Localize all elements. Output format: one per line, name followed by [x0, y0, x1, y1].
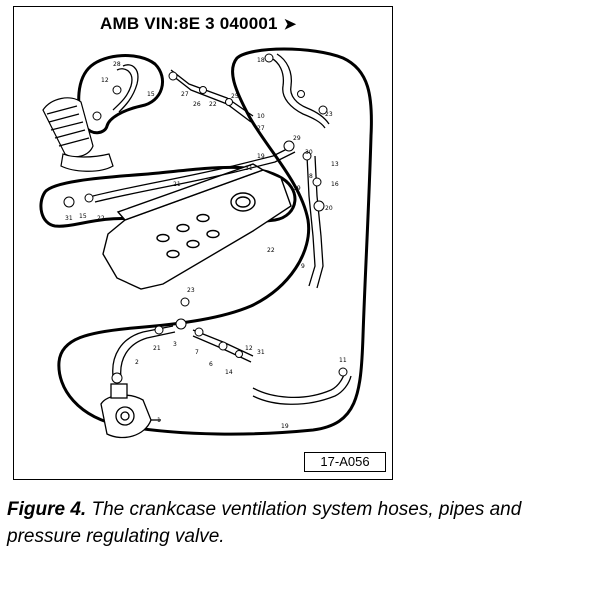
part-label: 22: [267, 247, 275, 254]
figure-reference-code: 17-A056: [304, 452, 386, 472]
part-label: 15: [79, 213, 87, 220]
part-label: 26: [193, 101, 201, 108]
part-label: 19: [281, 423, 289, 430]
arrow-right-icon: ➤: [283, 16, 297, 33]
part-label: 3: [173, 341, 177, 348]
part-label: 9: [301, 263, 305, 270]
fittings: [63, 53, 348, 384]
part-label: 16: [331, 181, 339, 188]
part-label: 10: [257, 113, 265, 120]
part-label: 12: [245, 345, 253, 352]
part-labels: 28 12 15 27 26 25 22 10 27 21 19 23 18 3…: [65, 57, 347, 430]
part-label: 14: [225, 369, 233, 376]
part-label: 18: [257, 57, 265, 64]
part-label: 27: [257, 125, 265, 132]
right-vertical-pipe: [270, 53, 330, 289]
part-label: 19: [257, 153, 265, 160]
part-label: 8: [309, 173, 313, 180]
vin-header: AMB VIN:8E 3 040001 ➤: [100, 14, 296, 34]
part-label: 23: [325, 111, 333, 118]
part-label: 12: [101, 77, 109, 84]
caption-lead: Figure 4.: [7, 499, 87, 520]
part-label: 13: [331, 161, 339, 168]
part-label: 25: [231, 93, 239, 100]
upper-hoses: [92, 64, 296, 203]
part-label: 30: [305, 149, 313, 156]
part-label: 6: [209, 361, 213, 368]
part-label: 22: [209, 101, 217, 108]
part-label: 19: [293, 185, 301, 192]
part-label: 1: [157, 417, 161, 424]
part-label: 21: [153, 345, 161, 352]
part-label: 29: [293, 135, 301, 142]
figure-caption: Figure 4. The crankcase ventilation syst…: [7, 496, 597, 550]
part-label: 20: [325, 205, 333, 212]
pressure-regulating-valve: [100, 383, 161, 439]
part-label: 27: [181, 91, 189, 98]
caption-text: The crankcase ventilation system hoses, …: [7, 499, 522, 547]
vin-header-text: AMB VIN:8E 3 040001: [100, 14, 278, 33]
part-label: 31: [257, 349, 265, 356]
part-label: 15: [147, 91, 155, 98]
part-label: 7: [195, 349, 199, 356]
part-label: 23: [187, 287, 195, 294]
part-label: 2: [135, 359, 139, 366]
part-label: 11: [339, 357, 347, 364]
intake-duct: [42, 97, 114, 172]
part-label: 31: [245, 165, 253, 172]
cylinder-head-cover: [102, 163, 292, 290]
part-label: 21: [173, 181, 181, 188]
part-label: 28: [113, 61, 121, 68]
loop-outline-middle: [39, 165, 297, 228]
lower-hoses: [112, 325, 352, 405]
exploded-view-diagram: 28 12 15 27 26 25 22 10 27 21 19 23 18 3…: [39, 47, 373, 439]
part-label: 31: [65, 215, 73, 222]
part-label: 22: [97, 215, 105, 222]
